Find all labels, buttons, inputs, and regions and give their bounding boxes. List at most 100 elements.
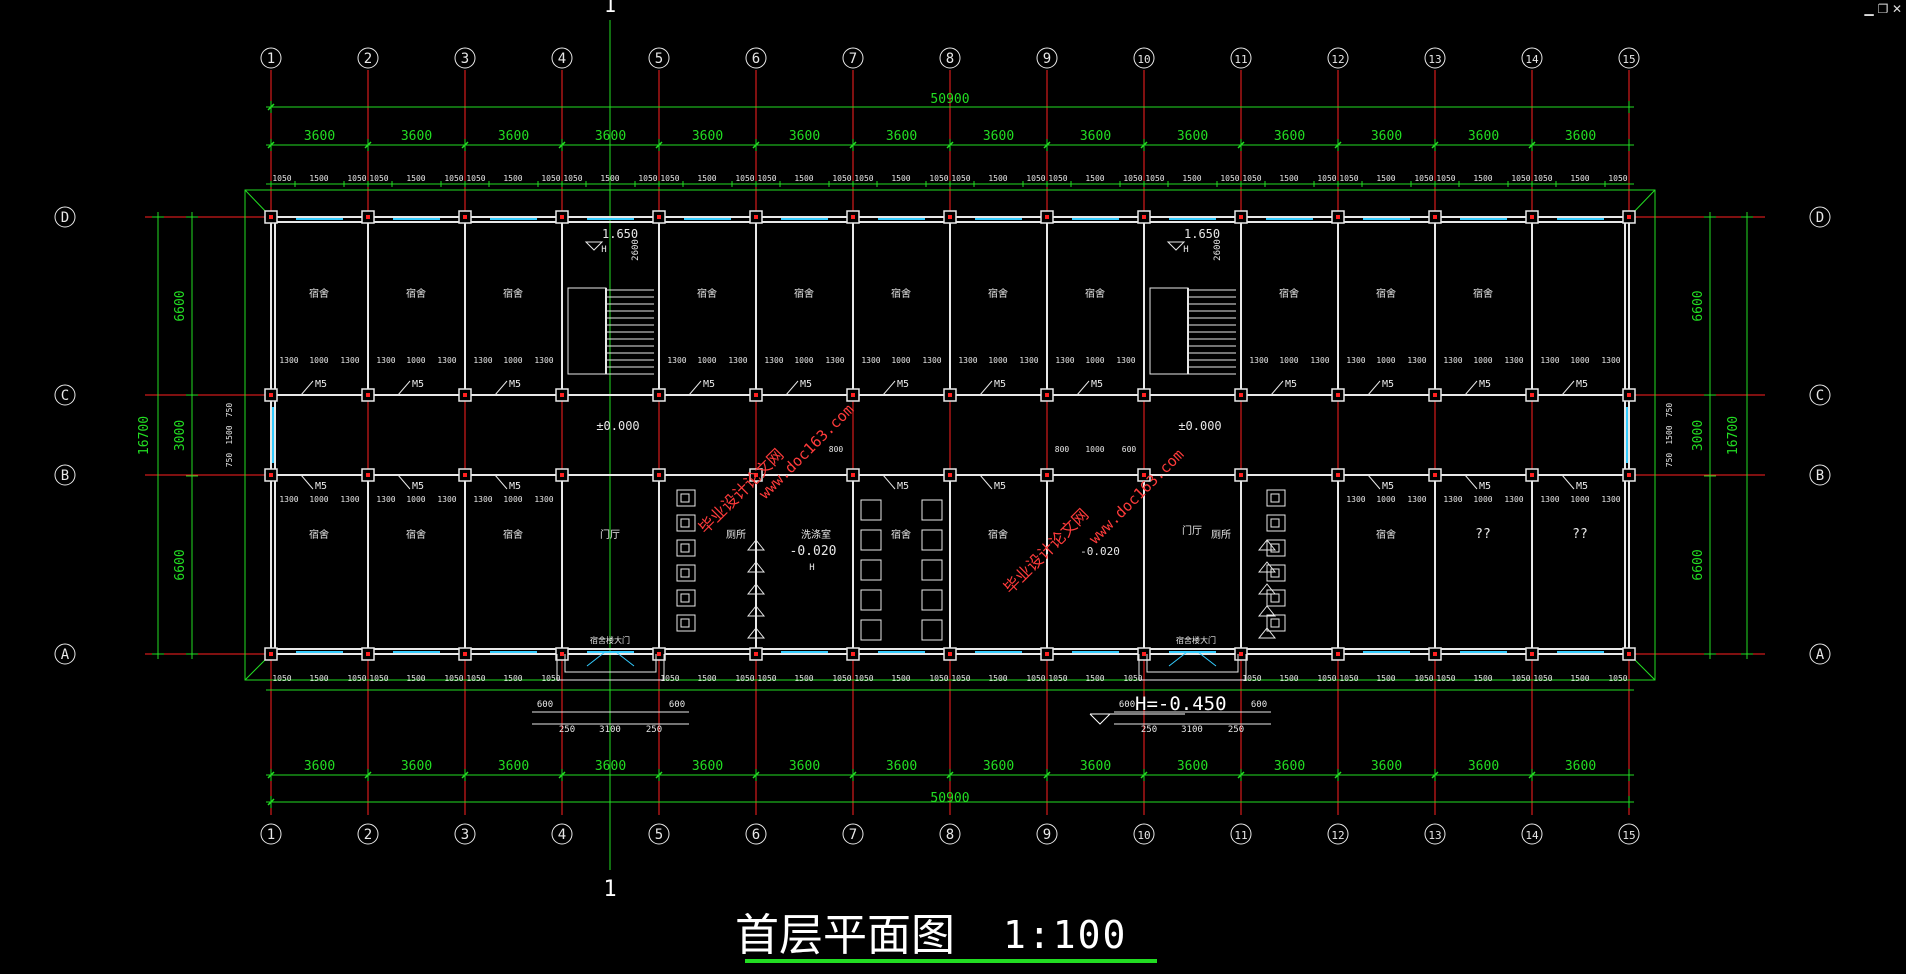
axis-bubble-col-8	[939, 823, 961, 845]
wash-basin	[921, 499, 943, 521]
dim-bays-top-slash	[1334, 141, 1342, 149]
axis-bubble-col-9	[1036, 823, 1058, 845]
column-core	[754, 393, 758, 397]
dim-door-label: 1000	[794, 356, 813, 365]
level-exterior-mark	[1089, 713, 1185, 725]
dim-door-label: 1000	[1570, 356, 1589, 365]
dim-window-label: 1050	[1608, 174, 1627, 183]
column-core	[657, 215, 661, 219]
dim-bays-bottom-label: 3600	[1565, 759, 1596, 774]
door-label-north: M5	[1382, 379, 1394, 390]
stair-dimension: 2600	[1213, 239, 1223, 261]
column-core	[1530, 473, 1534, 477]
axis-bubble-col-1	[260, 823, 282, 845]
dim-window-label: 1050	[1414, 174, 1433, 183]
toilet-stall	[676, 539, 696, 557]
section-mark-top: 1	[604, 0, 616, 17]
dim-bays-top-slash	[849, 141, 857, 149]
room-label-toilet: 厕所	[726, 529, 746, 541]
column-core	[1627, 215, 1631, 219]
room-label-dorm: 宿舍	[1279, 287, 1299, 300]
door-swing	[1367, 380, 1381, 396]
axis-label-col-9: 9	[1043, 51, 1051, 67]
room-label-dorm: 宿舍	[988, 528, 1008, 541]
dim-window-label: 1050	[1026, 674, 1045, 683]
axis-label-row-B: B	[61, 468, 69, 484]
column-core	[366, 473, 370, 477]
dim-door-label: 1300	[1540, 495, 1559, 504]
dim-door-label: 1000	[503, 495, 522, 504]
level-exterior: H=-0.450	[1135, 693, 1227, 715]
axis-bubble-row-B	[54, 464, 76, 486]
column-core	[269, 393, 273, 397]
column-core	[366, 652, 370, 656]
dim-door-label: 1300	[534, 495, 553, 504]
close-button[interactable]: ✕	[1891, 2, 1903, 16]
dim-door-label: 1300	[1601, 495, 1620, 504]
dim-entrance: 250	[559, 725, 575, 735]
axis-label-col-14: 14	[1525, 829, 1539, 842]
axis-label-col-3: 3	[461, 51, 469, 67]
toilet-stall	[1266, 564, 1286, 582]
dim-window-label: 1500	[309, 174, 328, 183]
column-core	[269, 473, 273, 477]
entrance-step	[1146, 654, 1239, 673]
dim-window-label: 1050	[541, 174, 560, 183]
column-core	[851, 215, 855, 219]
axis-label-col-6: 6	[752, 51, 760, 67]
level-stair: 1.650	[1184, 227, 1220, 241]
dim-window-label: 1500	[309, 674, 328, 683]
room-label-unknown: ??	[1475, 527, 1491, 542]
dim-window-label: 1500	[1376, 174, 1395, 183]
porch-dim-lines	[532, 711, 689, 725]
room-label-entrance: 宿舍楼大门	[590, 635, 630, 645]
section-mark-bottom: 1	[603, 877, 616, 902]
dim-corridor-right: 750	[1665, 403, 1674, 418]
dim-window-label: 1050	[1436, 674, 1455, 683]
dim-window-label: 1050	[1533, 674, 1552, 683]
axis-label-col-12: 12	[1331, 53, 1344, 66]
toilet-fixture	[1270, 518, 1280, 528]
toilet-fixture	[680, 618, 690, 628]
dim-entrance-side: 600	[1119, 700, 1135, 710]
minimize-button[interactable]: ▁	[1864, 2, 1874, 16]
column-core	[1627, 652, 1631, 656]
column-core	[366, 215, 370, 219]
dim-bays-top-label: 3600	[692, 129, 723, 144]
dim-window-label: 1050	[951, 174, 970, 183]
room-label-dorm: 宿舍	[309, 528, 329, 541]
dim-bays-bottom-slash	[849, 771, 857, 779]
dim-window-label: 1050	[541, 674, 560, 683]
dim-window-label: 1050	[1339, 674, 1358, 683]
column-core	[1239, 215, 1243, 219]
dim-window-label: 1050	[660, 674, 679, 683]
dim-bays-bottom-label: 3600	[886, 759, 917, 774]
axis-bubble-col-5	[648, 47, 670, 69]
column-core	[851, 393, 855, 397]
column-core	[657, 652, 661, 656]
dim-bays-top-label: 3600	[886, 129, 917, 144]
dim-window-label: 1050	[638, 174, 657, 183]
roof-corner-lines	[244, 189, 1656, 681]
axis-bubble-col-2	[357, 47, 379, 69]
dim-window-label: 1050	[1511, 674, 1530, 683]
room-label-dorm: 宿舍	[988, 287, 1008, 300]
axis-label-col-11: 11	[1234, 53, 1247, 66]
dim-bays-bottom-label: 3600	[304, 759, 335, 774]
dim-bays-bottom-label: 3600	[1080, 759, 1111, 774]
dim-door-label: 1000	[309, 356, 328, 365]
room-label-hall: 门厅	[600, 528, 620, 541]
dim-door-label: 1000	[1473, 356, 1492, 365]
axis-bubble-col-10	[1133, 47, 1155, 69]
level-toilet: -0.020	[790, 544, 837, 559]
level-h: H	[1183, 245, 1188, 255]
door-label-north: M5	[1479, 379, 1491, 390]
axis-bubble-col-8	[939, 47, 961, 69]
urinal	[1257, 627, 1277, 639]
entrance-door	[1168, 651, 1217, 667]
axis-bubble-col-4	[551, 823, 573, 845]
column-core	[560, 215, 564, 219]
restore-button[interactable]: ❐	[1877, 2, 1889, 16]
